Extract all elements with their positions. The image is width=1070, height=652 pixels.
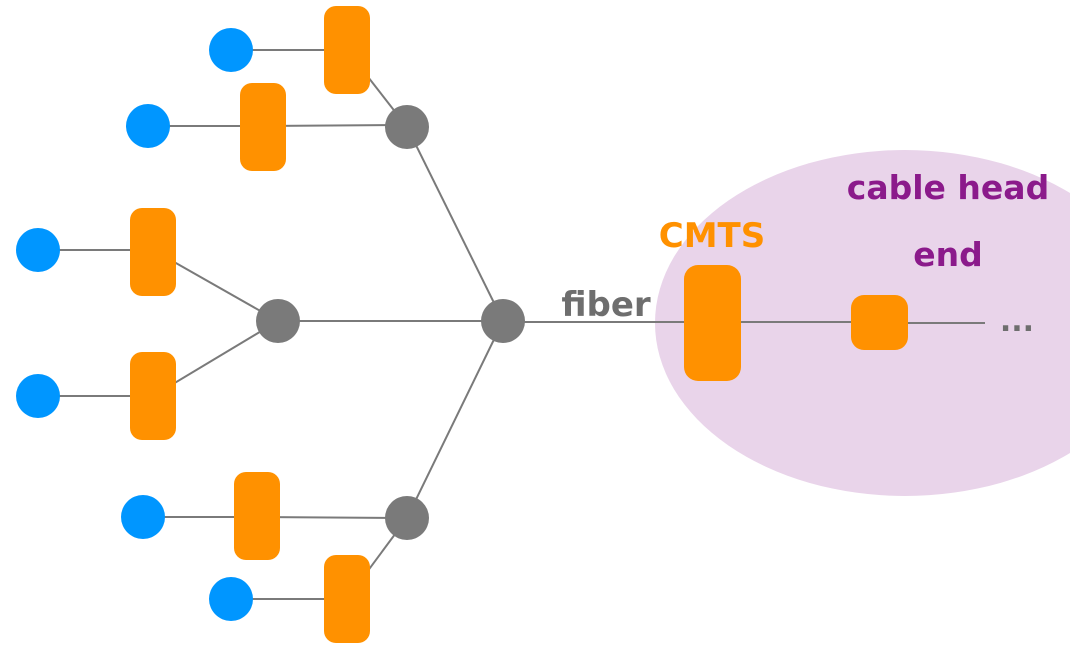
cable-modem — [130, 208, 176, 296]
root-splitter-node — [481, 299, 525, 343]
link-modem2-splitter1 — [262, 124, 408, 127]
cable-modem — [234, 472, 280, 560]
fiber-label: fiber — [561, 285, 651, 325]
link-splitter1-root — [406, 126, 504, 322]
home-device — [209, 577, 253, 621]
splitter-node — [385, 105, 429, 149]
link-modem5-splitter3 — [256, 516, 408, 519]
cable-modem — [324, 555, 370, 643]
home-device — [126, 104, 170, 148]
headend-label-line2: end — [913, 235, 983, 274]
home-device — [209, 28, 253, 72]
home-device — [121, 495, 165, 539]
splitter-node — [385, 496, 429, 540]
home-device — [16, 228, 60, 272]
splitter-nodes — [256, 105, 525, 540]
splitter-node — [256, 299, 300, 343]
ellipsis-label: ... — [1000, 304, 1034, 339]
cable-modems — [130, 6, 370, 643]
home-device — [16, 374, 60, 418]
cable-modem — [130, 352, 176, 440]
home-devices — [16, 28, 253, 621]
cmts-device — [684, 265, 741, 381]
cable-modem — [240, 83, 286, 171]
headend-label-line1: cable head — [847, 168, 1049, 207]
link-splitter3-root — [406, 320, 504, 519]
cmts-label: CMTS — [659, 216, 765, 256]
cable-modem — [324, 6, 370, 94]
headend-router — [851, 295, 908, 350]
